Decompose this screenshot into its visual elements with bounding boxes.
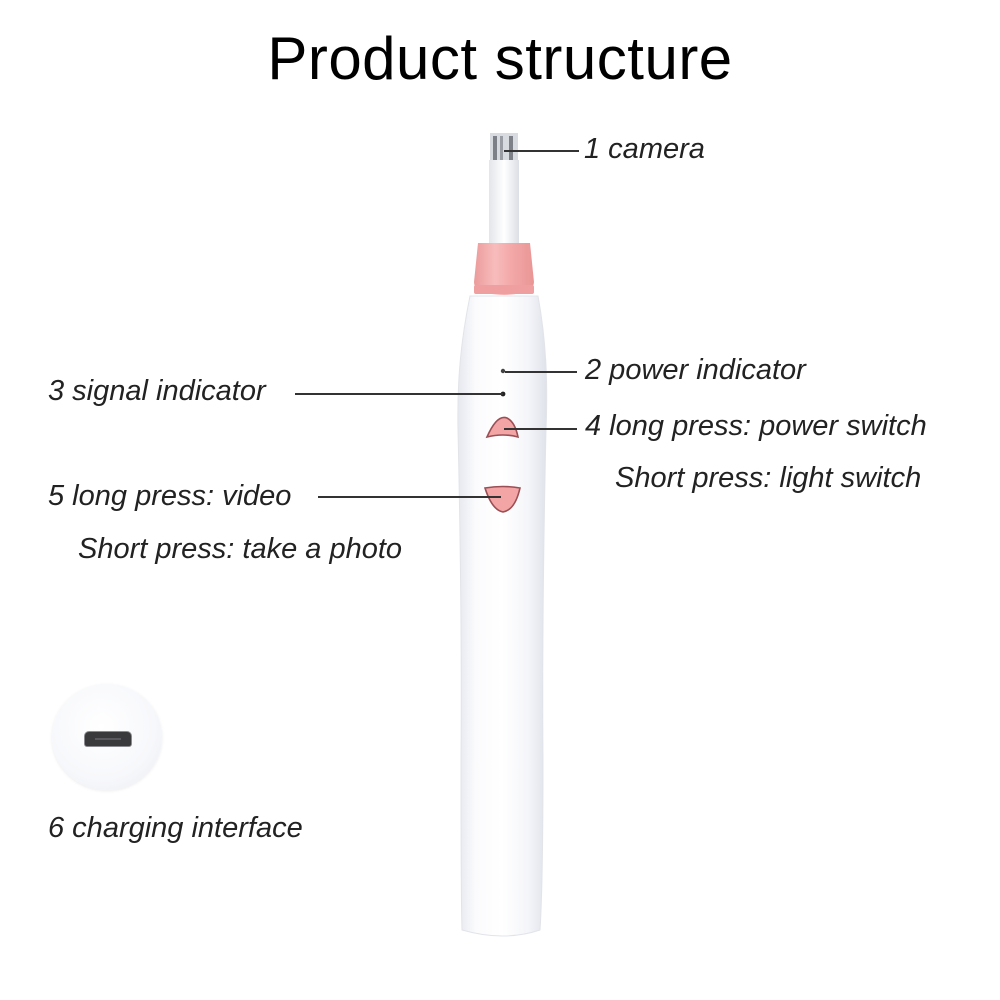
label-power-switch-long: 4 long press: power switch [585,410,927,442]
charging-port-closeup [52,684,162,790]
label-video-short: Short press: take a photo [78,533,403,565]
label-video-long: 5 long press: video [48,480,292,512]
leader-line-camera [504,150,579,152]
leader-line-power-indicator [505,371,577,373]
label-camera: 1 camera [584,133,705,165]
label-power-switch-short: Short press: light switch [615,462,922,494]
leader-line-video [318,496,501,498]
label-signal-indicator: 3 signal indicator [48,375,266,407]
camera-tip [490,133,518,163]
label-power-indicator: 2 power indicator [585,354,806,386]
leader-line-signal-indicator [295,393,503,395]
label-charging-interface: 6 charging interface [48,812,303,844]
leader-line-power-switch [504,428,577,430]
micro-usb-port-icon [84,731,132,747]
page-title: Product structure [267,25,733,92]
